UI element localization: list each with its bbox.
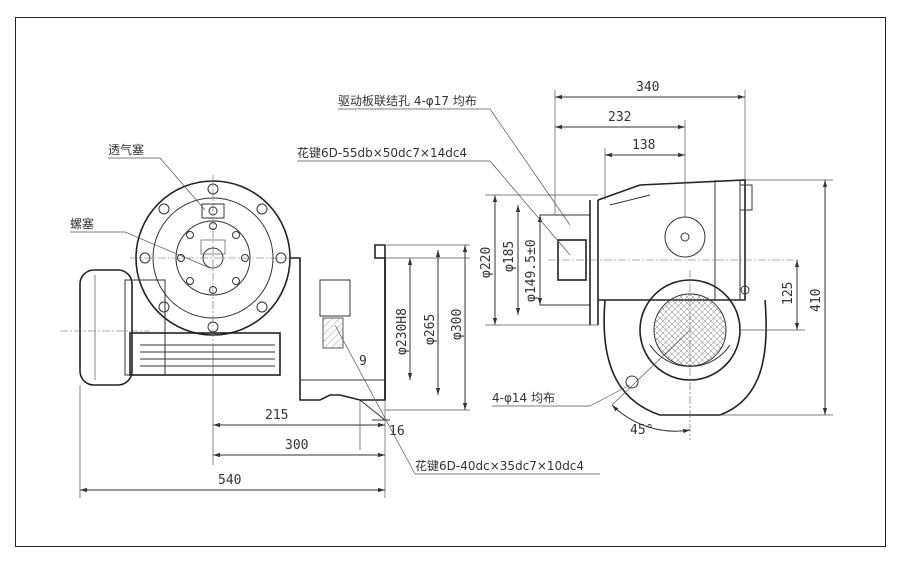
note-plug: 螺塞 xyxy=(70,216,94,231)
dim-540: 540 xyxy=(218,473,241,488)
note-spline-bottom: 花键6D-40dc×35dc7×10dc4 xyxy=(415,458,584,473)
gearbox-front-flange xyxy=(130,175,300,345)
dim-phi220: φ220 xyxy=(479,247,494,278)
horizontal-dimensions-right xyxy=(554,90,746,217)
dim-phi230h8: φ230H8 xyxy=(395,308,410,355)
note-drive-plate-holes: 驱动板联结孔 4-φ17 均布 xyxy=(338,94,477,108)
dim-phi265: φ265 xyxy=(423,314,438,345)
dim-9: 9 xyxy=(359,354,367,369)
dim-232: 232 xyxy=(608,110,631,125)
dim-125: 125 xyxy=(781,282,796,305)
diameter-dimensions-side xyxy=(385,244,470,411)
vertical-dimensions-right xyxy=(720,179,833,416)
diameter-dimensions-flange xyxy=(485,194,598,326)
dim-410: 410 xyxy=(809,289,824,312)
dim-angle-45: 45° xyxy=(630,423,653,438)
note-breather: 透气塞 xyxy=(108,142,144,157)
dim-215: 215 xyxy=(265,408,288,423)
dim-138: 138 xyxy=(632,138,655,153)
note-spline-top: 花键6D-55db×50dc7×14dc4 xyxy=(297,145,467,160)
horizontal-dimensions-left xyxy=(79,345,386,498)
dim-phi300-vertical: φ300 xyxy=(450,309,465,340)
output-housing-section xyxy=(290,244,470,421)
motor xyxy=(60,269,281,386)
dim-phi185: φ185 xyxy=(502,241,517,272)
dim-340: 340 xyxy=(636,80,659,95)
drawing-border xyxy=(15,17,886,547)
gearbox-right-view xyxy=(539,179,800,440)
note-holes-14: 4-φ14 均布 xyxy=(492,391,555,405)
dim-phi149-5: φ149.5±0 xyxy=(524,239,539,302)
dim-300: 300 xyxy=(285,438,308,453)
dim-16: 16 xyxy=(389,424,405,439)
